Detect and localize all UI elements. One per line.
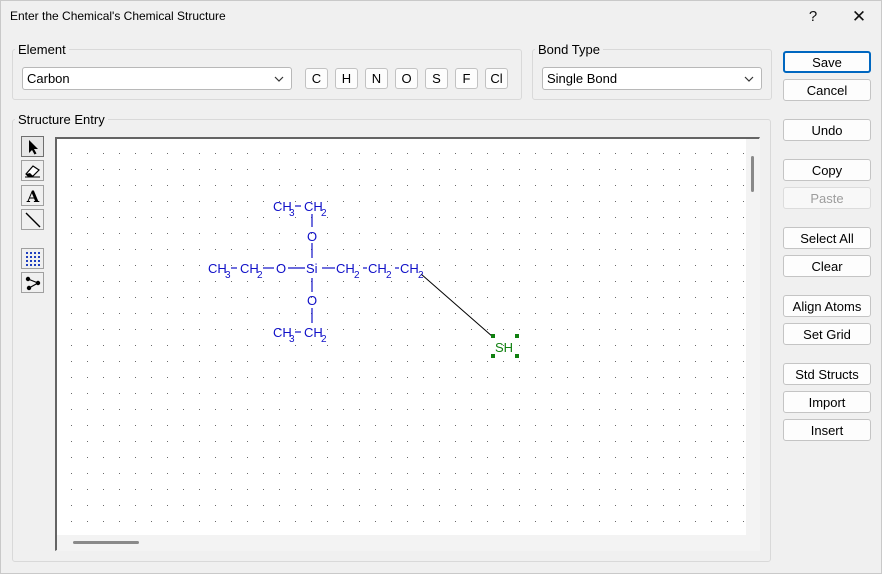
selection-handles	[491, 334, 519, 358]
bond-lines	[231, 205, 399, 333]
bond-type-value: Single Bond	[547, 71, 618, 86]
element-button-f[interactable]: F	[455, 68, 478, 89]
atom-label[interactable]: O	[276, 261, 286, 276]
bond-line-tool[interactable]	[21, 209, 44, 230]
atom-label[interactable]: O	[307, 229, 317, 244]
vertical-scroll-thumb[interactable]	[751, 156, 754, 192]
help-button[interactable]: ?	[808, 8, 818, 25]
eraser-icon	[25, 165, 40, 178]
element-select-value: Carbon	[27, 71, 70, 86]
atom-subscript: 2	[354, 270, 360, 281]
nodes-icon	[25, 276, 40, 290]
close-button[interactable]: ✕	[851, 6, 867, 26]
atom-label[interactable]: CH	[368, 261, 387, 276]
horizontal-scrollbar[interactable]	[57, 535, 746, 551]
atom-label[interactable]: CH	[304, 325, 323, 340]
atom-label[interactable]: CH	[304, 199, 323, 214]
grid-dots	[57, 139, 746, 535]
scroll-corner	[746, 535, 760, 551]
element-group-label: Element	[18, 42, 66, 57]
insert-button[interactable]: Insert	[783, 419, 871, 441]
horizontal-scroll-thumb[interactable]	[73, 541, 139, 544]
atom-label[interactable]: CH	[336, 261, 355, 276]
atom-subscript: 3	[225, 270, 231, 281]
atom-label[interactable]: CH	[240, 261, 259, 276]
selection-handle[interactable]	[491, 354, 495, 358]
bond-type-select[interactable]: Single Bond	[542, 67, 762, 90]
text-icon: A	[25, 188, 39, 204]
selection-handle[interactable]	[491, 334, 495, 338]
vertical-scrollbar[interactable]	[746, 139, 760, 535]
atom-label[interactable]: CH	[400, 261, 419, 276]
undo-button[interactable]: Undo	[783, 119, 871, 141]
chevron-down-icon	[744, 76, 754, 82]
set-grid-button[interactable]: Set Grid	[783, 323, 871, 345]
element-button-s[interactable]: S	[425, 68, 448, 89]
atom-label[interactable]: O	[307, 293, 317, 308]
pointer-icon	[28, 139, 38, 154]
atom-subscript: 2	[386, 270, 392, 281]
bond-to-sh	[420, 273, 494, 338]
structure-entry-label: Structure Entry	[18, 112, 105, 127]
import-button[interactable]: Import	[783, 391, 871, 413]
bond-type-group: Bond Type	[532, 42, 772, 100]
select-all-button[interactable]: Select All	[783, 227, 871, 249]
atom-label[interactable]: CH	[208, 261, 227, 276]
nodes-tool[interactable]	[21, 272, 44, 293]
grid-tool[interactable]	[21, 248, 44, 269]
atom-label[interactable]: Si	[306, 261, 318, 276]
structure-drawing[interactable]: CH 3 CH 2 O CH 3 CH 2 O Si CH 2 CH 2 CH …	[57, 139, 746, 535]
save-button[interactable]: Save	[783, 51, 871, 73]
structure-entry-group: Structure Entry	[12, 112, 771, 562]
text-tool[interactable]: A	[21, 185, 44, 206]
cancel-button[interactable]: Cancel	[783, 79, 871, 101]
align-atoms-button[interactable]: Align Atoms	[783, 295, 871, 317]
eraser-tool[interactable]	[21, 160, 44, 181]
atom-subscript: 2	[321, 334, 327, 345]
chevron-down-icon	[274, 76, 284, 82]
element-group: Element	[12, 42, 522, 100]
paste-button[interactable]: Paste	[783, 187, 871, 209]
bond-line-icon	[25, 212, 40, 227]
element-button-c[interactable]: C	[305, 68, 328, 89]
element-button-o[interactable]: O	[395, 68, 418, 89]
pointer-tool[interactable]	[21, 136, 44, 157]
title-bar: Enter the Chemical's Chemical Structure …	[1, 1, 881, 32]
element-button-n[interactable]: N	[365, 68, 388, 89]
clear-button[interactable]: Clear	[783, 255, 871, 277]
atom-label[interactable]: CH	[273, 199, 292, 214]
element-button-cl[interactable]: Cl	[485, 68, 508, 89]
svg-text:A: A	[25, 188, 39, 204]
atom-subscript: 3	[289, 334, 295, 345]
selection-handle[interactable]	[515, 354, 519, 358]
atom-label-selected[interactable]: SH	[495, 340, 513, 355]
element-button-h[interactable]: H	[335, 68, 358, 89]
atom-subscript: 2	[257, 270, 263, 281]
structure-canvas[interactable]: CH 3 CH 2 O CH 3 CH 2 O Si CH 2 CH 2 CH …	[55, 137, 760, 551]
window-title: Enter the Chemical's Chemical Structure	[10, 9, 226, 23]
atom-subscript: 2	[321, 208, 327, 219]
atom-label[interactable]: CH	[273, 325, 292, 340]
std-structs-button[interactable]: Std Structs	[783, 363, 871, 385]
element-select[interactable]: Carbon	[22, 67, 292, 90]
grid-toggle-icon	[25, 251, 40, 266]
atom-subscript: 3	[289, 208, 295, 219]
atom-subscript: 2	[418, 270, 424, 281]
bond-type-label: Bond Type	[538, 42, 600, 57]
selection-handle[interactable]	[515, 334, 519, 338]
copy-button[interactable]: Copy	[783, 159, 871, 181]
